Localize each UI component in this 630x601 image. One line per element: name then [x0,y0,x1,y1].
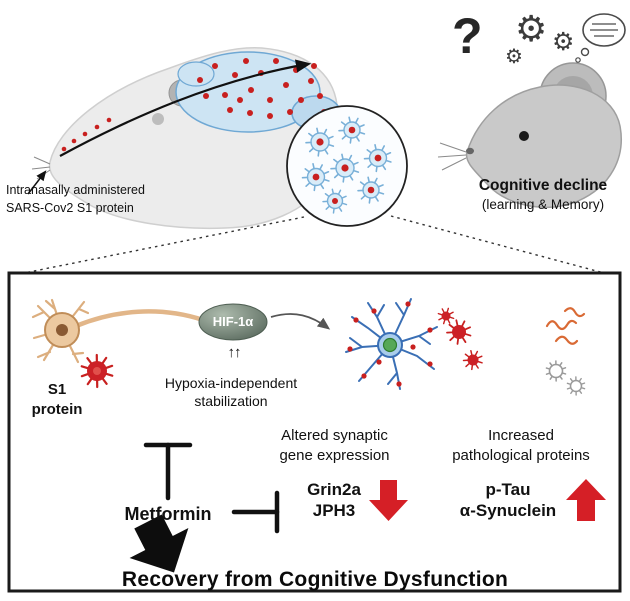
caption-line: SARS-Cov2 S1 protein [6,201,134,216]
virus-particle-icon [446,319,472,345]
hif1a-oval [198,303,268,341]
question-mark-icon: ? [452,8,483,64]
synuclein-aggregate-icon [545,360,567,382]
hif1a-label: HIF-1α [212,314,254,329]
cognitive-decline-caption: Cognitive decline (learning & Memory) [448,176,630,214]
s1-particle-trail [61,117,112,152]
synuclein-aggregate-icon [566,376,586,396]
label-line: p-Tau [485,480,531,499]
label-line: JPH3 [312,501,356,521]
tau-tangle-icon [545,307,586,345]
mouse-eye-icon [519,131,529,141]
thought-bubble-icon [575,13,626,63]
mouse-head-illustration [437,62,622,209]
label-line: Altered synaptic [281,427,388,444]
virus-particle-icon [437,307,455,325]
gear-icon: ⚙ [505,46,523,68]
up-arrow-red [566,479,606,521]
nose-pointer-arrow [27,170,47,195]
label-line: Grin2a [307,480,361,499]
mouse-nose-icon [466,147,474,155]
label-line: Hypoxia-independent [164,375,298,391]
virus-particle-icon [462,349,483,371]
protein-names-label: p-Tau α-Synuclein [448,479,568,522]
microglia-cell-icon [338,116,366,144]
inhibition-tbar-vertical [143,442,193,501]
microglia-cell-icon [363,144,392,173]
microglia-cell-icon [322,188,348,214]
label-line: gene expression [279,446,390,464]
gear-icon: ⚙ [515,8,548,49]
microglia-cell-icon [330,153,360,183]
label-line: α-Synuclein [459,501,557,521]
hif-to-microglia-arrow [270,313,331,330]
microglia-cell-icon [357,176,385,204]
dotted-connector-right [390,215,605,274]
activated-microglia-illustration [345,298,438,390]
dotted-connector-left [23,216,305,274]
label-line: protein [31,400,83,418]
label-line: pathological proteins [452,446,590,464]
caption-line: Intranasally administered [6,183,145,197]
gear-icon: ⚙ [552,28,575,56]
inhibition-tbar-horizontal [231,490,280,534]
mouse-eye-icon [152,113,164,125]
altered-synaptic-label: Altered synaptic gene expression [252,426,417,465]
big-down-arrow [129,514,189,573]
down-arrow-red [369,480,408,521]
magnified-region [286,105,408,227]
stabilization-label: Hypoxia-independent stabilization [147,374,315,410]
recovery-title: Recovery from Cognitive Dysfunction [121,568,509,591]
gene-names-label: Grin2a JPH3 [291,479,377,522]
microglia-cell-icon [301,163,330,192]
s1-protein-icon [80,353,114,389]
metformin-label: Metformin [124,504,212,524]
caption-line: Cognitive decline [478,177,608,194]
left-caption: Intranasally administered SARS-Cov2 S1 p… [6,181,211,217]
upregulation-arrows-icon: ↑↑ [227,344,242,361]
neuron-illustration [31,298,206,364]
label-line: stabilization [194,393,268,410]
microglia-cell-icon [305,127,335,157]
caption-line: (learning & Memory) [481,197,605,213]
increased-proteins-label: Increased pathological proteins [432,426,610,465]
brain-illustration [175,51,341,133]
s1-protein-label: S1 protein [14,380,100,419]
label-line: S1 [47,381,67,398]
intranasal-route-arrow [59,59,312,157]
label-line: Increased [488,427,554,444]
pathway-box-border [7,271,622,593]
